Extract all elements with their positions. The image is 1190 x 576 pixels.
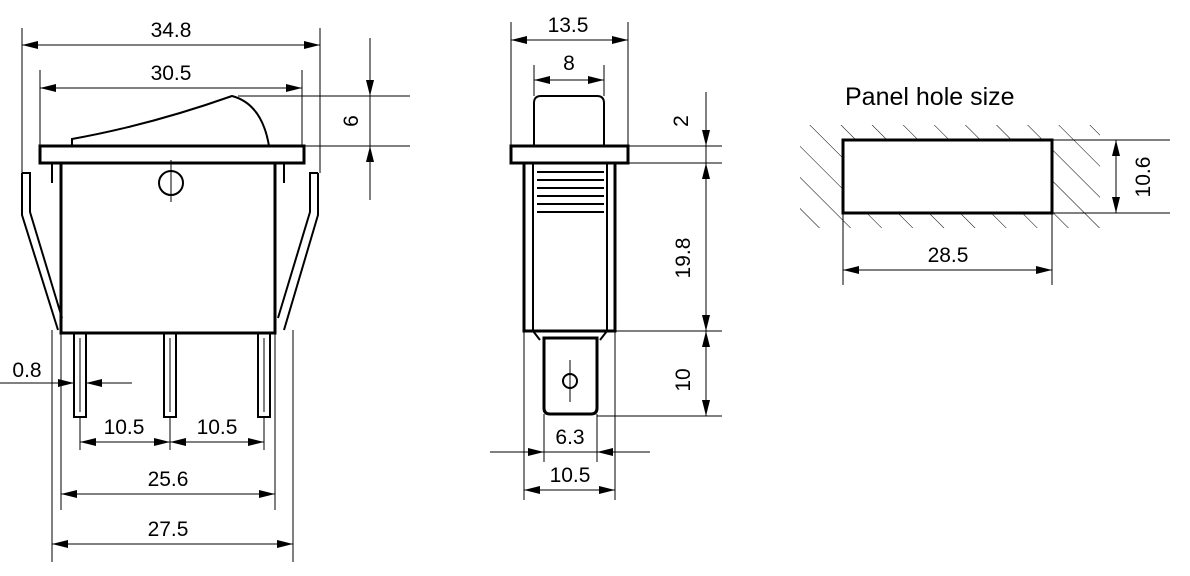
side-flange xyxy=(509,144,630,165)
dim-overall-depth: 13.5 xyxy=(548,14,589,37)
panel-extension-lines xyxy=(842,139,1170,285)
front-view: 34.8 30.5 6 0.8 10.5 10.5 25.6 27.5 xyxy=(0,19,410,562)
side-view: 13.5 8 2 19.8 10 6.3 10.5 xyxy=(490,14,722,500)
dim-rocker-height: 6 xyxy=(340,115,363,127)
front-extension-lines xyxy=(21,28,410,562)
dim-body-depth: 10.5 xyxy=(550,464,591,487)
dim-pin-pitch-left: 10.5 xyxy=(104,416,145,439)
dim-hole-height: 10.6 xyxy=(1132,157,1155,198)
dim-flange-thickness: 2 xyxy=(670,115,693,127)
panel-hole xyxy=(841,138,1054,215)
dim-terminal-width: 6.3 xyxy=(555,426,584,449)
dim-pin-pitch-right: 10.5 xyxy=(197,416,238,439)
panel-hole-title: Panel hole size xyxy=(845,83,1015,111)
right-clip xyxy=(277,172,319,331)
dim-body-width: 25.6 xyxy=(148,468,189,491)
panel-hatch xyxy=(800,125,1100,228)
side-rocker xyxy=(533,95,605,146)
dim-flange-width: 30.5 xyxy=(151,62,192,85)
side-terminal xyxy=(542,336,599,416)
rocker-actuator xyxy=(71,94,270,147)
dim-rocker-depth: 8 xyxy=(563,52,575,75)
dim-body-height: 19.8 xyxy=(672,238,695,279)
front-body xyxy=(59,161,277,335)
dim-terminal-length: 10 xyxy=(672,368,695,391)
front-flange xyxy=(38,144,306,165)
terminal-pins xyxy=(73,332,271,418)
dim-clip-width: 27.5 xyxy=(148,518,189,541)
panel-hole-view: Panel hole size 10.6 28.5 xyxy=(800,83,1170,285)
side-ribs xyxy=(537,171,604,213)
left-clip xyxy=(21,172,63,331)
dim-pin-thickness: 0.8 xyxy=(12,359,41,382)
dim-overall-width: 34.8 xyxy=(151,19,192,42)
side-body xyxy=(522,161,617,333)
dim-hole-width: 28.5 xyxy=(928,244,969,267)
